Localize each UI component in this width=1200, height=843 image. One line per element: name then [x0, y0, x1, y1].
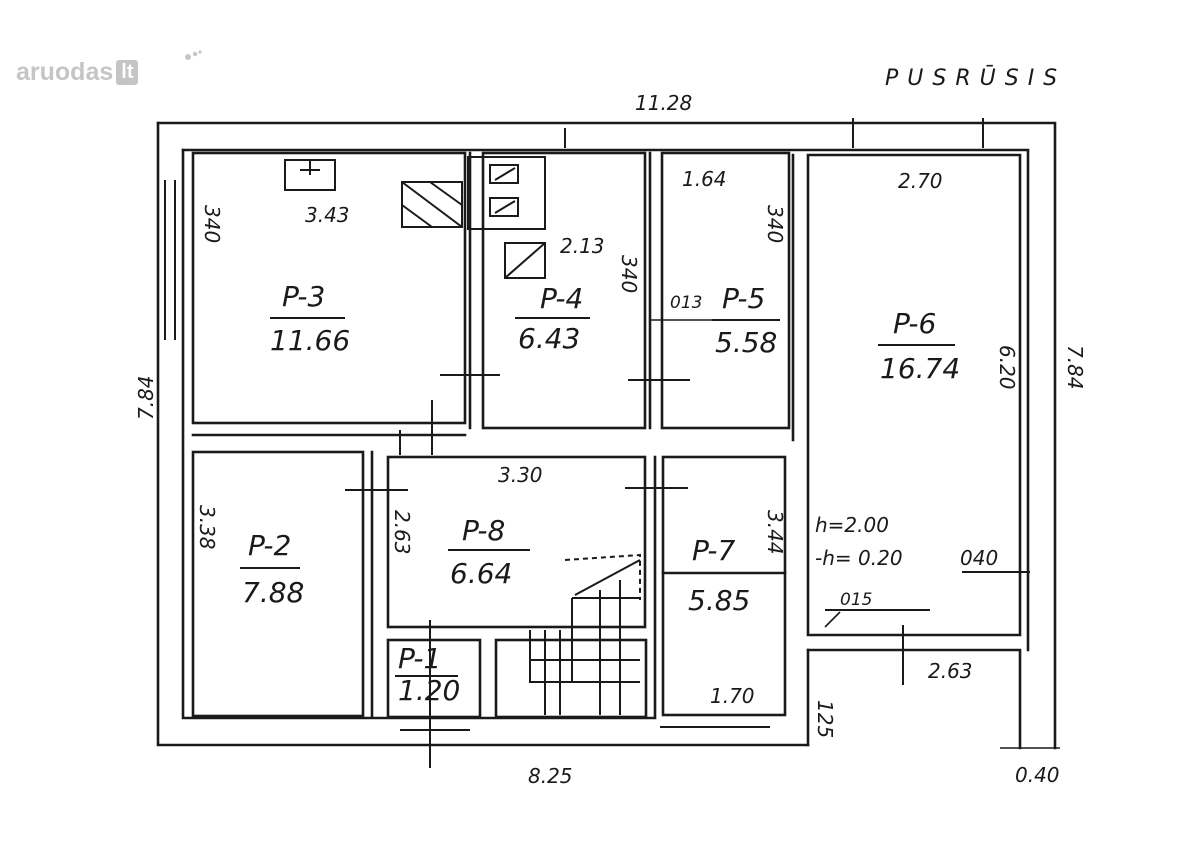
dim-p5-wall: 013 — [670, 293, 702, 313]
dim-p3-width: 3.43 — [305, 203, 350, 227]
stair-dashed — [564, 553, 641, 600]
dim-corner-125: 125 — [813, 700, 837, 738]
room-p6-outline — [806, 153, 1022, 637]
dim-line — [824, 611, 841, 628]
dim-p6-h: h=2.00 — [815, 513, 889, 537]
room-p3-area: 11.66 — [270, 324, 350, 357]
watermark-logo: aruodas lt — [16, 44, 202, 100]
meter — [489, 164, 519, 184]
dim-p8-height: 2.63 — [390, 510, 414, 555]
room-p2-outline — [191, 450, 365, 718]
outer-wall — [156, 121, 1057, 750]
room-p5-label: P-5 — [722, 282, 765, 315]
room-p3-label: P-3 — [282, 280, 325, 313]
dim-p6-height: 6.20 — [995, 345, 1019, 390]
dim-p6-width: 2.70 — [898, 169, 943, 193]
boiler-mark — [429, 181, 463, 206]
room-p5-outline — [660, 151, 791, 430]
room-p2-area: 7.88 — [242, 576, 304, 609]
room-p4-area: 6.43 — [518, 322, 580, 355]
room-p1-area: 1.20 — [398, 674, 460, 707]
dim-corner-040: 0.40 — [1015, 763, 1060, 787]
room-p8-label: P-8 — [462, 514, 505, 547]
meter — [489, 197, 519, 217]
room-p7-outline — [661, 455, 787, 717]
room-p5-area: 5.58 — [715, 326, 777, 359]
dim-p6-wall: 040 — [960, 546, 998, 570]
stair-arrow — [574, 559, 641, 596]
boiler-mark — [401, 204, 433, 228]
dim-left-height: 7.84 — [134, 375, 158, 420]
plan-title: PUSRŪSIS — [885, 65, 1066, 91]
dim-p8-width: 3.30 — [498, 463, 543, 487]
dim-p5-height: 340 — [763, 205, 787, 243]
room-p6-label: P-6 — [893, 307, 936, 340]
dim-p6-minus-h: -h= 0.20 — [815, 546, 903, 570]
watermark-tld: lt — [116, 59, 139, 85]
dim-p4-width: 2.13 — [560, 234, 605, 258]
room-p4-outline — [481, 151, 647, 430]
watermark-brand: aruodas — [16, 57, 114, 86]
dim-p3-height: 340 — [200, 205, 224, 243]
room-p7-label: P-7 — [692, 534, 735, 567]
room-p1-outline — [386, 638, 482, 719]
dim-p2-height: 3.38 — [195, 505, 219, 550]
room-p8-area: 6.64 — [450, 557, 512, 590]
dim-bottom-total: 8.25 — [528, 764, 573, 788]
room-p3-outline — [191, 151, 467, 425]
outer-wall-inner — [181, 148, 1030, 652]
meter-panel — [467, 156, 546, 230]
meter-mark — [494, 167, 516, 181]
dim-right-height: 7.84 — [1063, 345, 1087, 390]
room-p7-area: 5.85 — [688, 584, 750, 617]
room-p8-outline — [386, 455, 647, 629]
meter-mark — [494, 200, 516, 214]
panel-box — [504, 242, 546, 279]
room-p4-label: P-4 — [540, 282, 583, 315]
dim-p7-height: 3.44 — [763, 510, 787, 555]
room-p6-area: 16.74 — [880, 352, 960, 385]
room-p2-label: P-2 — [248, 529, 291, 562]
dim-p6-bottom: 2.63 — [928, 659, 973, 683]
room-p1-label: P-1 — [398, 642, 441, 675]
dim-top-total: 11.28 — [635, 91, 692, 115]
dim-p7-width: 1.70 — [710, 684, 755, 708]
dim-p4-height: 340 — [617, 255, 641, 293]
panel-mark — [504, 242, 546, 279]
house-icon — [185, 50, 202, 60]
corner-nib — [806, 648, 1022, 750]
outer-wall-left — [156, 121, 810, 747]
dim-p6-step: 015 — [840, 590, 872, 610]
dim-p5-width: 1.64 — [682, 167, 727, 191]
boiler-mark — [401, 181, 463, 228]
